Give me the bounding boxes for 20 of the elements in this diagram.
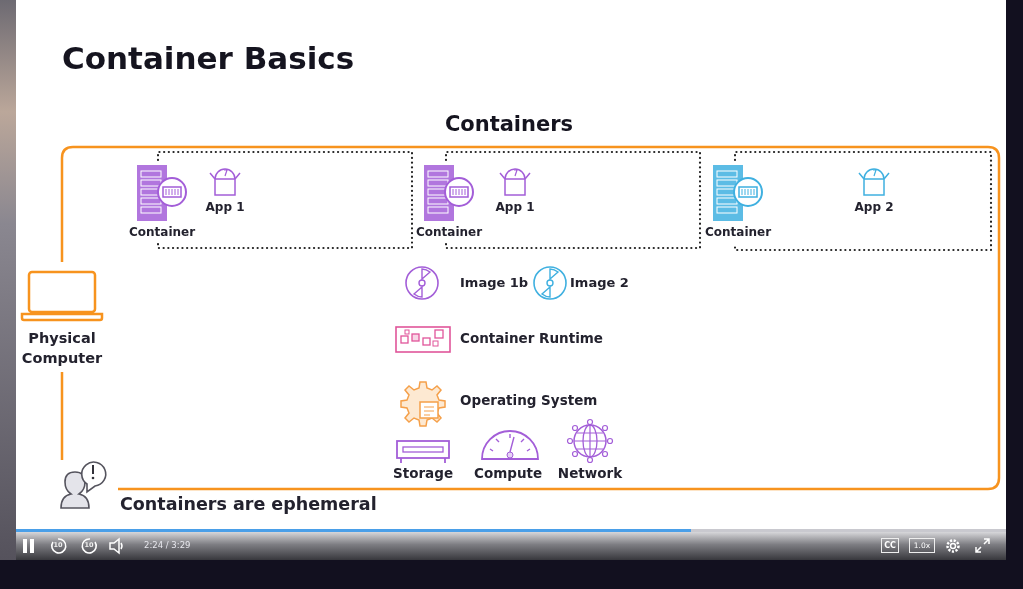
image-label: Image 1b bbox=[460, 275, 529, 290]
app-label: App 2 bbox=[853, 200, 895, 214]
runtime-label: Container Runtime bbox=[460, 330, 604, 346]
app-label: App 1 bbox=[204, 200, 246, 214]
note-text: Containers are ephemeral bbox=[120, 494, 377, 514]
dotted-container-box bbox=[703, 150, 993, 252]
frame-heading: Containers bbox=[443, 112, 575, 136]
network-label: Network bbox=[556, 465, 624, 481]
dotted-container-box bbox=[414, 150, 702, 250]
slide-title: Container Basics bbox=[62, 40, 355, 76]
time-label: 2:24 / 3:29 bbox=[144, 540, 192, 550]
app-label: App 1 bbox=[494, 200, 536, 214]
compute-label: Compute bbox=[474, 465, 542, 481]
container-label: Container bbox=[129, 225, 195, 239]
os-label: Operating System bbox=[460, 392, 598, 408]
container-label: Container bbox=[705, 225, 771, 239]
image-label: Image 2 bbox=[570, 275, 629, 290]
computer-label: Physical Computer bbox=[20, 329, 104, 368]
captions-button: CC bbox=[881, 538, 899, 553]
container-label: Container bbox=[416, 225, 482, 239]
